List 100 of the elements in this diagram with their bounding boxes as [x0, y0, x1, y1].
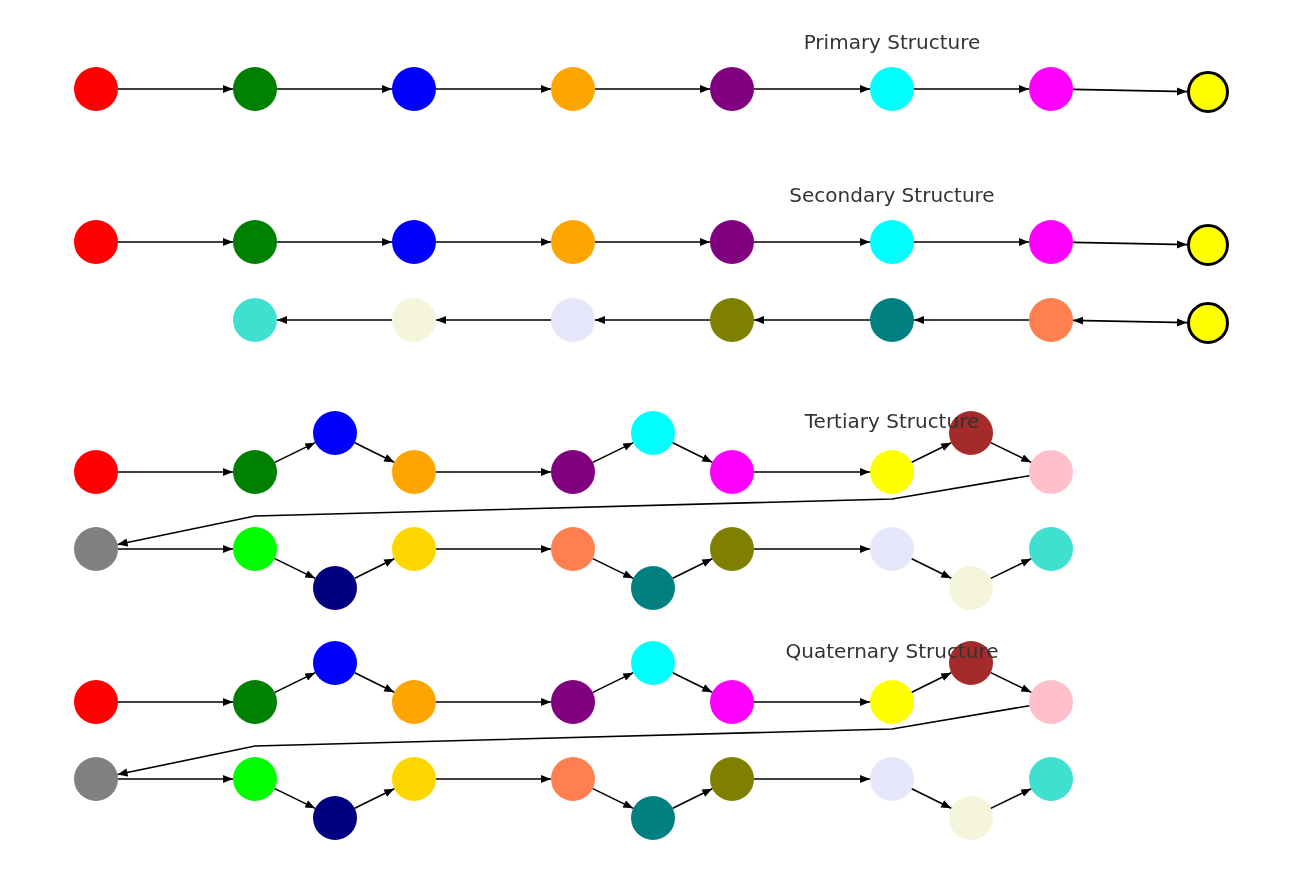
circle-node — [313, 411, 357, 455]
circle-node — [870, 67, 914, 111]
circle-node — [949, 566, 993, 610]
circle-node — [710, 527, 754, 571]
circle-node — [392, 527, 436, 571]
arrow — [910, 787, 953, 810]
circle-node — [870, 527, 914, 571]
arrow — [753, 85, 871, 93]
circle-node — [870, 680, 914, 724]
arrow — [273, 671, 317, 694]
arrow — [276, 316, 393, 324]
circle-node — [392, 450, 436, 494]
circle-node — [870, 220, 914, 264]
arrow — [1072, 87, 1188, 96]
circle-node — [233, 450, 277, 494]
circle-node — [631, 641, 675, 685]
arrow — [671, 441, 714, 464]
circle-node — [392, 680, 436, 724]
circle-node — [74, 757, 118, 801]
circle-node — [551, 757, 595, 801]
arrow — [990, 441, 1032, 464]
arrow — [353, 441, 396, 464]
circle-node — [710, 298, 754, 342]
circle-node — [74, 220, 118, 264]
circle-node — [551, 220, 595, 264]
arrow — [276, 85, 393, 93]
circle-node — [1029, 220, 1073, 264]
circle-node — [233, 757, 277, 801]
arrow — [910, 557, 953, 580]
arrow — [910, 671, 953, 694]
arrow — [671, 557, 714, 580]
circle-node — [1029, 757, 1073, 801]
arrow — [671, 787, 714, 810]
arrow — [594, 316, 711, 324]
arrow — [117, 468, 234, 476]
arrow — [592, 557, 634, 580]
arrow — [353, 557, 396, 580]
circle-node — [313, 796, 357, 840]
arrow — [594, 85, 711, 93]
circle-node — [74, 527, 118, 571]
arrow — [594, 238, 711, 246]
arrow — [1072, 240, 1188, 249]
section-title: Primary Structure — [803, 30, 981, 54]
circle-node — [74, 450, 118, 494]
circle-node — [74, 680, 118, 724]
circle-node — [631, 566, 675, 610]
circle-node — [631, 411, 675, 455]
circle-node — [710, 680, 754, 724]
arrow — [671, 671, 714, 694]
circle-node — [392, 220, 436, 264]
arrow — [353, 787, 396, 810]
section-title: Secondary Structure — [789, 183, 995, 207]
arrow — [273, 787, 317, 810]
circle-node — [392, 298, 436, 342]
circle-node — [1187, 224, 1229, 266]
circle-node — [710, 757, 754, 801]
circle-node — [710, 450, 754, 494]
circle-node — [233, 680, 277, 724]
arrow — [913, 238, 1030, 246]
arrow — [913, 316, 1030, 324]
circle-node — [710, 67, 754, 111]
circle-node — [392, 67, 436, 111]
arrow — [435, 698, 552, 706]
circle-node — [631, 796, 675, 840]
circle-node — [551, 298, 595, 342]
arrow — [117, 85, 234, 93]
circle-node — [1187, 302, 1229, 344]
arrow — [753, 316, 871, 324]
arrow — [435, 468, 552, 476]
arrow — [435, 775, 552, 783]
circle-node — [1029, 527, 1073, 571]
circle-node — [313, 641, 357, 685]
circle-node — [1029, 450, 1073, 494]
arrow — [592, 441, 634, 464]
arrow — [273, 557, 317, 580]
arrow — [592, 671, 634, 694]
circle-node — [710, 220, 754, 264]
circle-node — [1187, 71, 1229, 113]
arrow — [910, 441, 953, 464]
arrow — [276, 238, 393, 246]
arrow — [117, 698, 234, 706]
arrow — [116, 704, 1031, 777]
arrow — [1072, 316, 1188, 327]
arrow — [990, 671, 1032, 694]
circle-node — [870, 298, 914, 342]
circle-node — [551, 450, 595, 494]
arrow — [990, 557, 1032, 580]
arrow — [753, 775, 871, 783]
circle-node — [1029, 680, 1073, 724]
circle-node — [1029, 298, 1073, 342]
circle-node — [74, 67, 118, 111]
arrow — [753, 698, 871, 706]
arrow — [435, 316, 552, 324]
circle-node — [233, 220, 277, 264]
circle-node — [1029, 67, 1073, 111]
circle-node — [551, 527, 595, 571]
circle-node — [233, 67, 277, 111]
arrow — [592, 787, 634, 810]
arrow — [753, 238, 871, 246]
arrow — [117, 775, 234, 783]
